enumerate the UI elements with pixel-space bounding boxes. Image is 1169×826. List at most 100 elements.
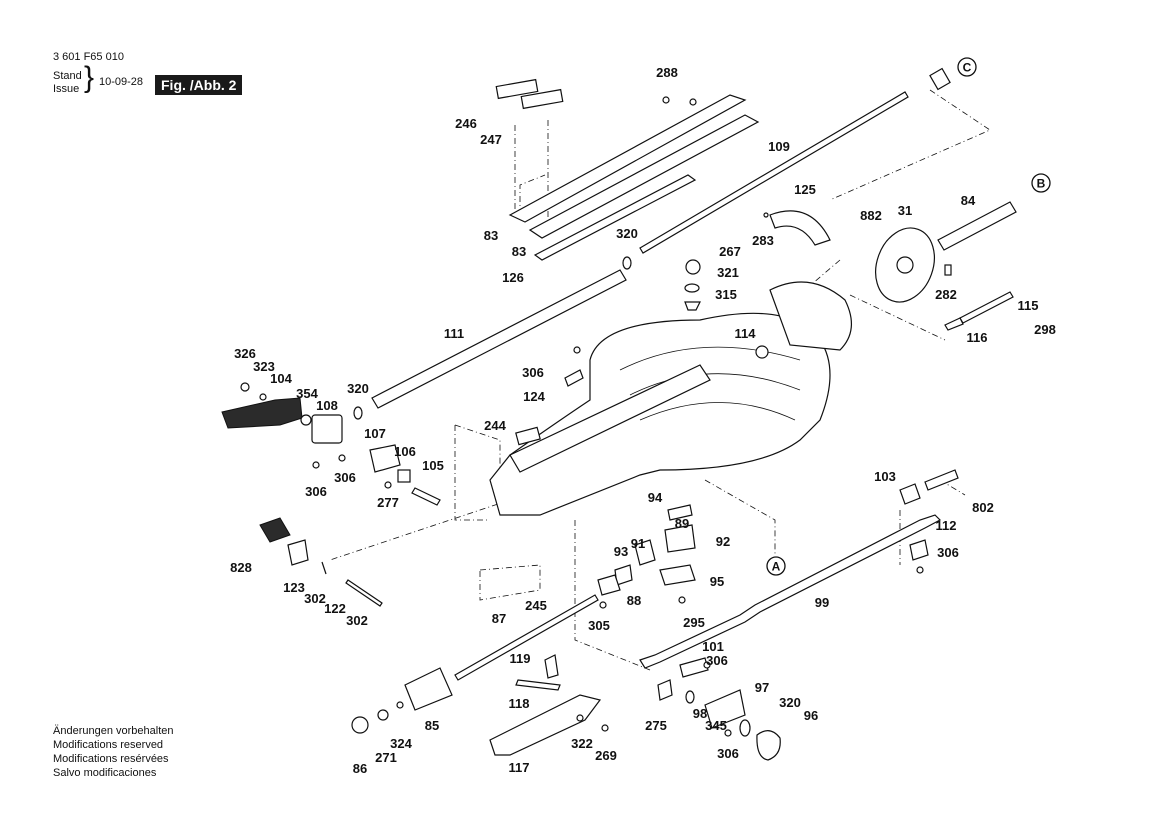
part-label-105: 105 bbox=[422, 458, 444, 473]
part-label-283: 283 bbox=[752, 233, 774, 248]
part-label-99: 99 bbox=[815, 595, 829, 610]
pad-247 bbox=[520, 88, 564, 110]
part-label-94: 94 bbox=[648, 490, 663, 505]
part-label-115: 115 bbox=[1018, 298, 1039, 313]
pin-105 bbox=[411, 487, 441, 506]
part-label-116: 116 bbox=[967, 330, 988, 345]
modification-notes: Änderungen vorbehalten Modifications res… bbox=[53, 724, 173, 780]
block-91 bbox=[634, 539, 656, 566]
label-244 bbox=[515, 426, 541, 446]
screw-322 bbox=[576, 714, 584, 722]
part-label-104: 104 bbox=[270, 371, 292, 386]
spring-119 bbox=[544, 654, 559, 679]
issue-label: Issue bbox=[53, 83, 80, 95]
guide-line bbox=[329, 499, 511, 561]
lever-104 bbox=[221, 397, 303, 429]
part-label-124: 124 bbox=[523, 389, 545, 404]
part-label-302: 302 bbox=[304, 591, 326, 606]
part-label-125: 125 bbox=[794, 182, 816, 197]
part-label-320: 320 bbox=[347, 381, 369, 396]
part-label-305: 305 bbox=[588, 618, 610, 633]
part-label-103: 103 bbox=[874, 469, 896, 484]
note-line: Änderungen vorbehalten bbox=[53, 725, 174, 737]
marker-circle bbox=[957, 57, 977, 77]
shaft-115 bbox=[959, 291, 1014, 324]
part-label-91: 91 bbox=[631, 536, 645, 551]
part-label-108: 108 bbox=[316, 398, 338, 413]
label-sticker-245 bbox=[479, 564, 541, 601]
table-insert bbox=[509, 364, 711, 473]
blade-guard bbox=[769, 281, 852, 351]
pin-122 bbox=[345, 579, 383, 607]
part-label-306: 306 bbox=[717, 746, 739, 761]
bracket-97 bbox=[704, 689, 746, 729]
part-label-117: 117 bbox=[509, 760, 530, 775]
part-label-320: 320 bbox=[616, 226, 638, 241]
marker-circle bbox=[1031, 173, 1051, 193]
marker-a: A bbox=[766, 556, 786, 576]
strip-126 bbox=[533, 174, 697, 261]
rail-rod-109 bbox=[639, 91, 909, 254]
screw-277 bbox=[384, 481, 392, 489]
stand-label: Stand bbox=[53, 70, 82, 82]
knob-114 bbox=[755, 345, 769, 359]
screw-306 bbox=[312, 461, 320, 469]
part-label-86: 86 bbox=[353, 761, 367, 776]
part-label-126: 126 bbox=[502, 270, 524, 285]
part-label-882: 882 bbox=[860, 208, 882, 223]
washer-345 bbox=[685, 690, 695, 704]
marker-circle bbox=[766, 556, 786, 576]
brace-icon: } bbox=[84, 61, 95, 94]
part-label-123: 123 bbox=[283, 580, 305, 595]
clip-89 bbox=[664, 524, 696, 553]
part-label-112: 112 bbox=[936, 518, 957, 533]
part-label-298: 298 bbox=[1034, 322, 1056, 337]
lock-107 bbox=[369, 444, 401, 473]
screw-326 bbox=[240, 382, 250, 392]
part-label-109: 109 bbox=[768, 139, 790, 154]
fence-rail-83a bbox=[508, 94, 747, 223]
part-label-246: 246 bbox=[455, 116, 477, 131]
screw-118 bbox=[515, 679, 561, 691]
marker-a-text: A bbox=[772, 560, 781, 574]
washer-354 bbox=[300, 414, 312, 426]
part-label-345: 345 bbox=[705, 718, 727, 733]
screw-306 bbox=[724, 729, 732, 737]
part-label-88: 88 bbox=[627, 593, 641, 608]
cap-86 bbox=[351, 716, 369, 734]
spring-123 bbox=[321, 561, 327, 575]
part-label-96: 96 bbox=[804, 708, 818, 723]
rail-rod-111 bbox=[371, 269, 627, 409]
part-label-315: 315 bbox=[715, 287, 737, 302]
part-label-83: 83 bbox=[512, 244, 526, 259]
base-slot bbox=[639, 402, 796, 421]
plate-94 bbox=[667, 504, 693, 521]
pad-828 bbox=[259, 517, 291, 543]
part-label-97: 97 bbox=[755, 680, 769, 695]
part-label-114: 114 bbox=[735, 326, 757, 341]
disc-hub bbox=[896, 256, 914, 274]
pad-246 bbox=[495, 78, 539, 100]
part-label-119: 119 bbox=[510, 651, 531, 666]
spring-116 bbox=[944, 317, 964, 331]
part-label-269: 269 bbox=[595, 748, 617, 763]
rod-87 bbox=[454, 594, 599, 681]
clip-124 bbox=[564, 369, 584, 387]
part-label-244: 244 bbox=[484, 418, 506, 433]
part-label-95: 95 bbox=[710, 574, 724, 589]
part-label-93: 93 bbox=[614, 544, 628, 559]
marker-b-text: B bbox=[1037, 177, 1046, 191]
guide-line bbox=[519, 174, 546, 215]
screw-269 bbox=[601, 724, 609, 732]
scale-125 bbox=[769, 210, 831, 246]
part-label-245: 245 bbox=[525, 598, 547, 613]
note-line: Salvo modificaciones bbox=[53, 767, 157, 779]
issue-date: 10-09-28 bbox=[99, 76, 144, 88]
part-label-321: 321 bbox=[717, 265, 739, 280]
part-label-92: 92 bbox=[716, 534, 730, 549]
fence-rail-83b bbox=[528, 114, 760, 239]
screw-283 bbox=[763, 212, 769, 218]
nut-106 bbox=[397, 469, 411, 483]
washer-324 bbox=[396, 701, 404, 709]
part-label-89: 89 bbox=[675, 516, 689, 531]
